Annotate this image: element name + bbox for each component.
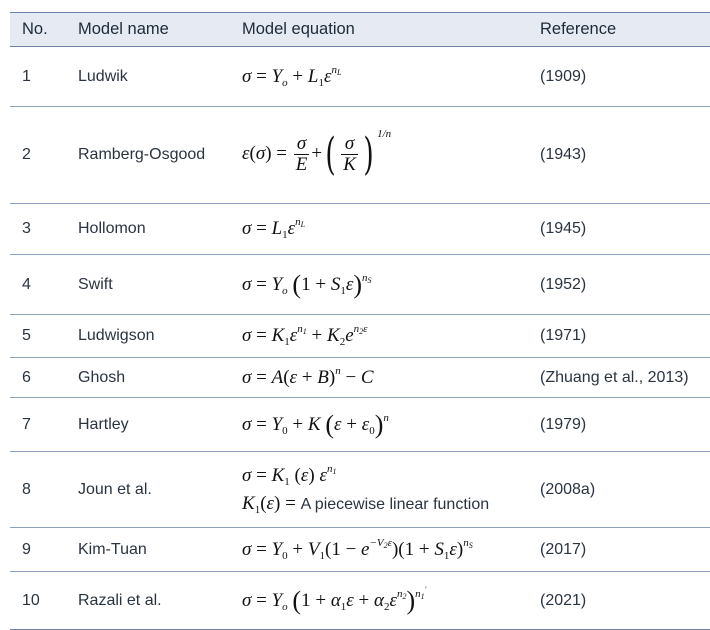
model-equation: σ = Y0 + V1(1 − e−V2ε)(1 + S1ε)nS (242, 536, 473, 562)
model-name: Ramberg-Osgood (78, 146, 206, 163)
model-name: Razali et al. (78, 591, 162, 609)
row-number: 1 (22, 67, 31, 85)
table-row: 5 Ludwigson σ = K1εn1 + K2en2ε (1971) (10, 315, 710, 358)
reference: (1979) (540, 415, 587, 433)
row-number: 10 (22, 591, 40, 609)
reference: (1943) (540, 146, 587, 163)
row-number: 2 (22, 146, 31, 163)
row-number: 8 (22, 480, 31, 498)
model-table-container: No. Model name Model equation Reference … (10, 12, 710, 630)
table-row: 7 Hartley σ = Y0 + K (ε + ε0)n (1979) (10, 398, 710, 452)
table-row: 4 Swift σ = Yo (1 + S1ε)nS (1952) (10, 255, 710, 315)
table-row: 6 Ghosh σ = A(ε + B)n − C (Zhuang et al.… (10, 358, 710, 398)
table-row: 3 Hollomon σ = L1εnL (1945) (10, 204, 710, 255)
row-number: 4 (22, 275, 31, 293)
header-no: No. (22, 20, 48, 38)
table-row: 10 Razali et al. σ = Yo (1 + α1ε + α2εn2… (10, 572, 710, 630)
reference: (2021) (540, 591, 587, 609)
row-number: 6 (22, 368, 31, 386)
header-model-name: Model name (78, 20, 169, 38)
header-model-equation: Model equation (242, 20, 355, 38)
equation-note: A piecewise linear function (300, 495, 490, 513)
row-number: 9 (22, 540, 31, 558)
table-row: 9 Kim-Tuan σ = Y0 + V1(1 − e−V2ε)(1 + S1… (10, 528, 710, 572)
model-name: Hartley (78, 415, 129, 433)
model-equation: σ = K1εn1 + K2en2ε (242, 323, 368, 348)
reference: (2008a) (540, 480, 596, 498)
model-name: Ghosh (78, 368, 126, 386)
model-name: Joun et al. (78, 480, 152, 498)
reference: (1909) (540, 67, 587, 85)
table-row: 8 Joun et al. σ = K1 (ε) εn1 K1(ε) = A p… (10, 452, 710, 528)
model-equation: σ = Yo + L1εnL (242, 63, 342, 89)
header-reference: Reference (540, 20, 617, 38)
model-name: Ludwik (78, 67, 128, 85)
model-equation: σ = Y0 + K (ε + ε0)n (242, 409, 389, 439)
table-row: 1 Ludwik σ = Yo + L1εnL (1909) (10, 47, 710, 107)
model-name: Kim-Tuan (78, 540, 147, 558)
model-equation: σ = A(ε + B)n − C (242, 364, 374, 388)
reference: (2017) (540, 540, 587, 558)
constitutive-models-table: No. Model name Model equation Reference … (10, 12, 710, 630)
model-equation: σ = K1 (ε) εn1 K1(ε) = A piecewise linea… (242, 462, 490, 516)
model-name: Ludwigson (78, 327, 155, 344)
reference: (1945) (540, 220, 587, 237)
reference: (1971) (540, 327, 587, 344)
row-number: 7 (22, 415, 31, 433)
row-number: 3 (22, 220, 31, 237)
reference: (Zhuang et al., 2013) (540, 368, 689, 386)
reference: (1952) (540, 275, 587, 293)
model-equation: σ = Yo (1 + α1ε + α2εn2)n1′ (242, 584, 427, 615)
table-header-row: No. Model name Model equation Reference (10, 12, 710, 47)
model-name: Hollomon (78, 220, 146, 237)
row-number: 5 (22, 327, 31, 344)
model-equation: σ = L1εnL (242, 216, 306, 241)
model-equation: σ = Yo (1 + S1ε)nS (242, 269, 372, 299)
model-name: Swift (78, 275, 113, 293)
